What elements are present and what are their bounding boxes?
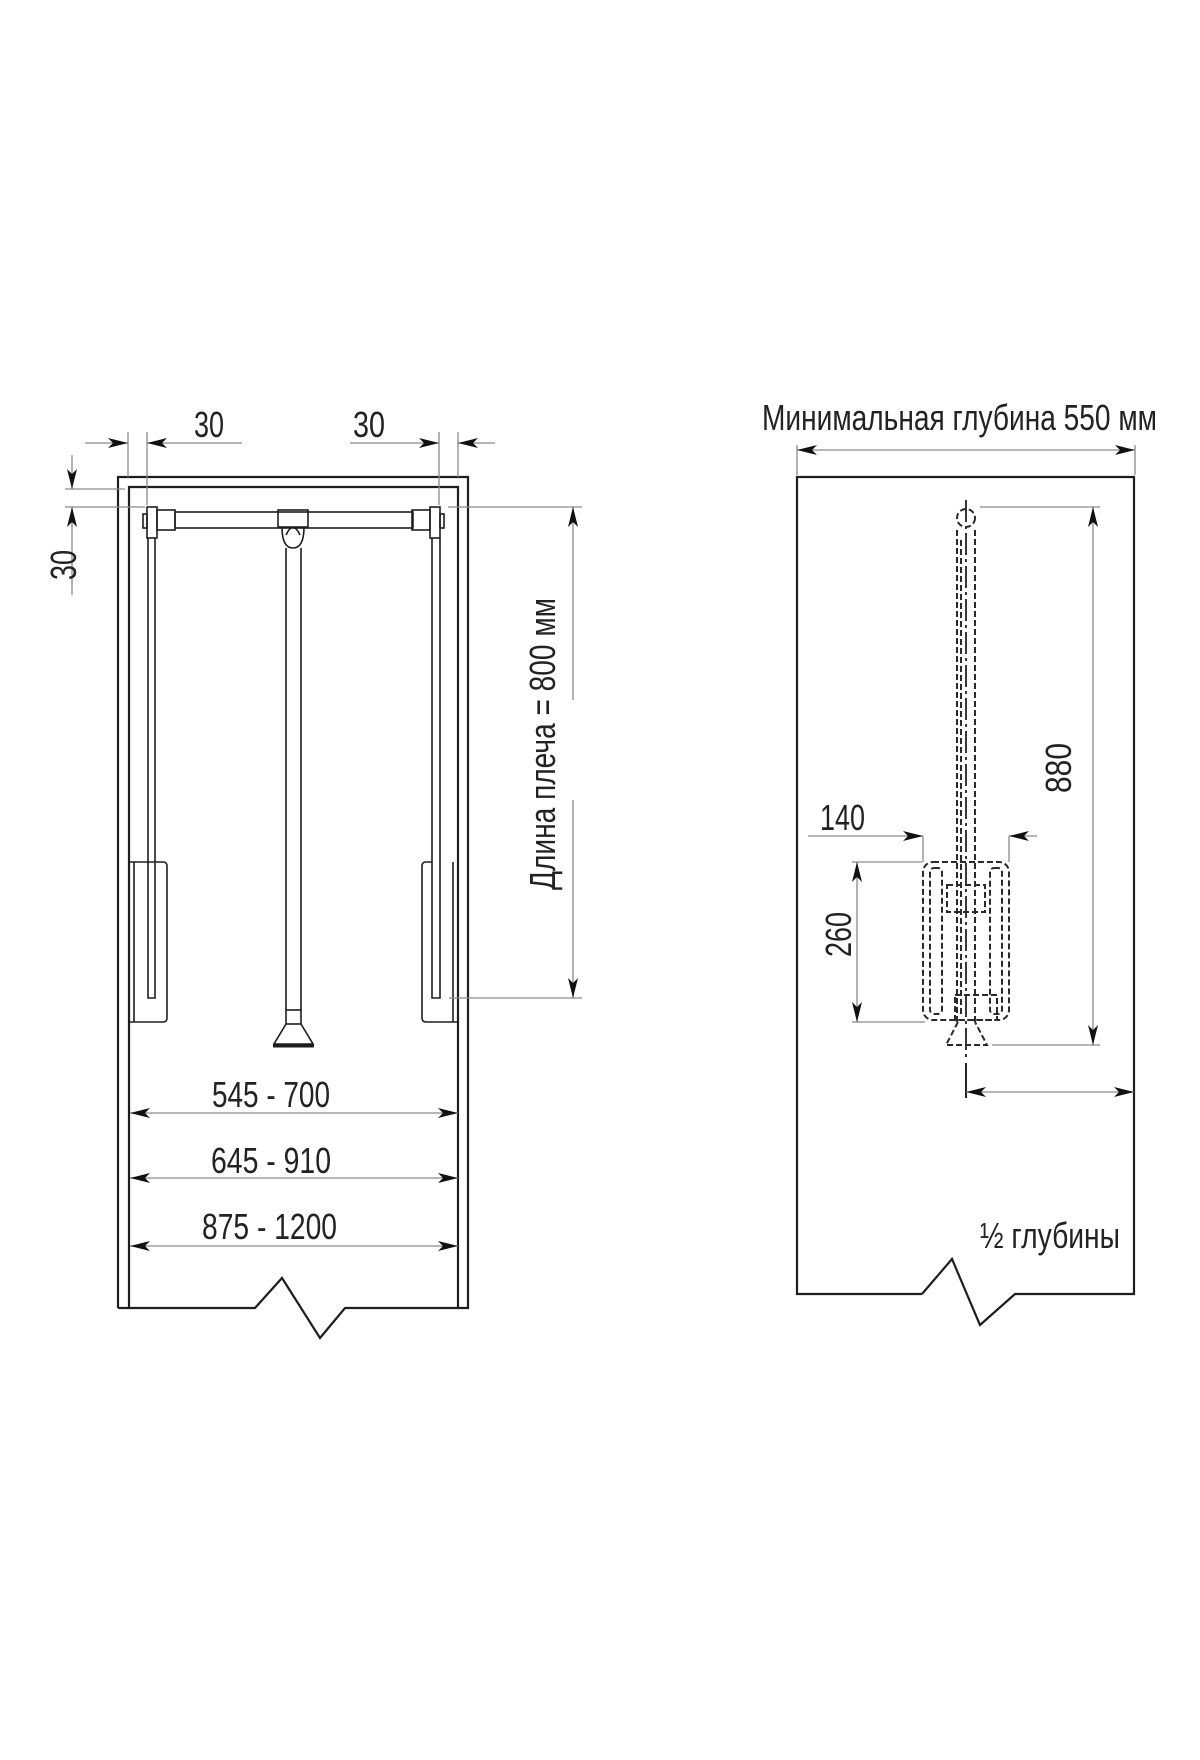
width-dim-label: 140 bbox=[820, 797, 865, 838]
dimension-width-140: 140 bbox=[808, 797, 1037, 862]
dim-left-gap-label: 30 bbox=[194, 404, 224, 445]
wardrobe-lift-mechanism bbox=[130, 506, 458, 1048]
height-dim-label: 880 bbox=[1038, 743, 1079, 793]
dimension-right-gap: 30 bbox=[350, 404, 495, 505]
dimension-basket-260: 260 bbox=[818, 861, 925, 1023]
dimension-min-depth bbox=[796, 445, 1136, 475]
break-line bbox=[118, 1276, 458, 1340]
half-depth-label: ½ глубины bbox=[980, 1215, 1120, 1256]
mechanism-side-dashed bbox=[922, 500, 1010, 1060]
arm-length-label: Длина плеча = 800 мм bbox=[522, 598, 563, 890]
dimension-left-gap: 30 bbox=[85, 404, 242, 505]
basket-height-dim-label: 260 bbox=[818, 912, 859, 957]
side-view: Минимальная глубина 550 мм 8 bbox=[762, 397, 1157, 1327]
dim-right-gap-label: 30 bbox=[353, 404, 385, 445]
front-view: 30 30 30 Длина плеча = 800 мм bbox=[43, 404, 582, 1340]
dimension-width-range-3: 875 - 1200 bbox=[130, 1206, 458, 1251]
dimension-half-depth: ½ глубины bbox=[965, 1063, 1134, 1256]
dim-top-gap-label: 30 bbox=[43, 550, 84, 580]
dimension-width-range-2: 645 - 910 bbox=[130, 1140, 458, 1183]
dimension-top-gap: 30 bbox=[43, 455, 145, 595]
dimension-width-range-1: 545 - 700 bbox=[130, 1074, 458, 1118]
width-range-label: 875 - 1200 bbox=[202, 1206, 337, 1247]
cabinet-outline bbox=[116, 475, 470, 1340]
dimension-height-880: 880 bbox=[980, 506, 1100, 1046]
width-range-label: 645 - 910 bbox=[211, 1140, 331, 1181]
dimension-arm-length: Длина плеча = 800 мм bbox=[448, 506, 582, 999]
cabinet-side-outline bbox=[795, 475, 1136, 1327]
min-depth-label: Минимальная глубина 550 мм bbox=[762, 397, 1157, 438]
width-range-label: 545 - 700 bbox=[212, 1074, 330, 1115]
